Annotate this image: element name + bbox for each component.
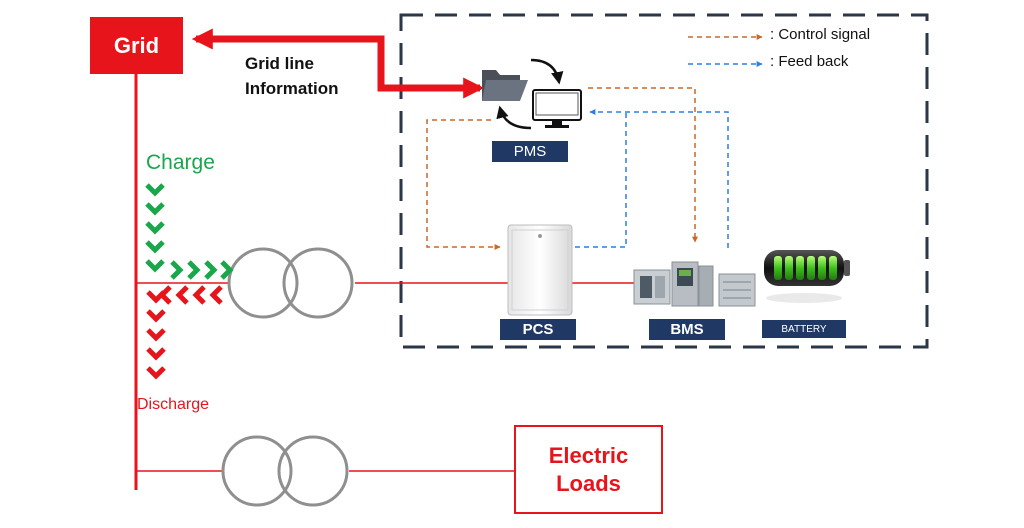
bms-label: BMS xyxy=(670,321,704,338)
electric-loads-label-1: Electric xyxy=(548,442,629,468)
grid-box: Grid xyxy=(90,17,183,74)
grid-label: Grid xyxy=(113,32,160,58)
pcs-tag: PCS xyxy=(500,319,576,340)
pms-tag: PMS xyxy=(492,141,568,162)
charge-chevrons-down xyxy=(145,183,165,273)
electric-loads-box: Electric Loads xyxy=(514,425,663,514)
system-boundary xyxy=(399,13,929,349)
charge-chevrons-right xyxy=(170,260,234,280)
feedback-pcs-pms xyxy=(575,112,627,248)
control-signal-pms-pcs xyxy=(426,119,501,250)
feedback-bms-pms xyxy=(589,109,729,248)
grid-line-label-1: Grid line xyxy=(245,54,314,73)
discharge-chevrons-down xyxy=(146,290,166,380)
discharge-chevrons-left xyxy=(158,285,223,305)
pcs-cabinet xyxy=(507,224,573,316)
bms-tag: BMS xyxy=(649,319,725,340)
transformer-upper xyxy=(227,247,354,319)
bms-modules xyxy=(633,261,756,307)
discharge-label: Discharge xyxy=(137,396,210,413)
grid-line-label: Grid line Information xyxy=(245,51,339,101)
charge-label: Charge xyxy=(146,151,215,174)
cycle-arrow-bottom xyxy=(496,105,532,130)
battery-label: BATTERY xyxy=(781,323,827,335)
battery-icon xyxy=(764,250,850,303)
pms-label: PMS xyxy=(513,143,547,160)
monitor-icon xyxy=(532,89,582,128)
electric-loads-label-2: Loads xyxy=(556,470,621,496)
grid-line-label-2: Information xyxy=(245,79,339,98)
battery-tag: BATTERY xyxy=(762,320,846,338)
control-signal-pms-bms xyxy=(588,87,698,243)
pms-icon xyxy=(482,58,582,130)
legend-control-label: : Control signal xyxy=(770,26,871,43)
transformer-lower xyxy=(221,435,349,507)
pcs-label: PCS xyxy=(522,321,554,338)
legend-feedback-label: : Feed back xyxy=(770,53,849,70)
cycle-arrow-top xyxy=(530,58,564,85)
